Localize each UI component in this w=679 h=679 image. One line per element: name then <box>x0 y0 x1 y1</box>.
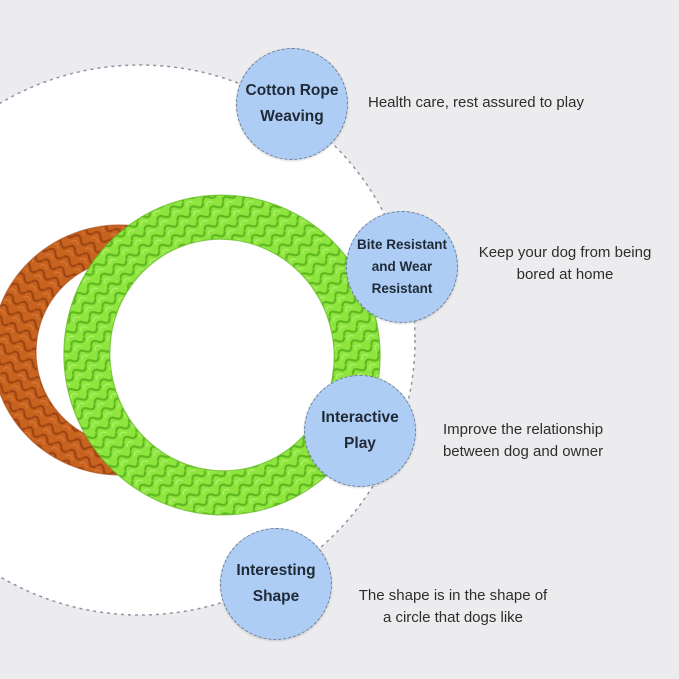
feature-bubble-interactive-play: Interactive Play <box>304 375 416 487</box>
feature-title-cotton-rope: Cotton Rope Weaving <box>245 82 339 125</box>
feature-bubble-bite-resistant: Bite Resistant and Wear Resistant <box>346 211 458 323</box>
feature-title-interactive-play: Interactive Play <box>321 409 399 452</box>
feature-desc-bite-resistant: Keep your dog from being bored at home <box>478 244 652 283</box>
feature-bubble-cotton-rope: Cotton Rope Weaving <box>236 48 348 160</box>
feature-desc-interesting-shape: The shape is in the shape of a circle th… <box>358 587 548 626</box>
feature-desc-cotton-rope: Health care, rest assured to play <box>368 94 584 111</box>
feature-title-interesting-shape: Interesting Shape <box>236 562 316 605</box>
green-rope-ring <box>63 194 381 516</box>
dashed-guide-arc <box>0 64 416 616</box>
feature-title-bite-resistant: Bite Resistant and Wear Resistant <box>356 237 448 296</box>
feature-bubble-interesting-shape: Interesting Shape <box>220 528 332 640</box>
feature-desc-interactive-play: Improve the relationship between dog and… <box>442 421 604 460</box>
